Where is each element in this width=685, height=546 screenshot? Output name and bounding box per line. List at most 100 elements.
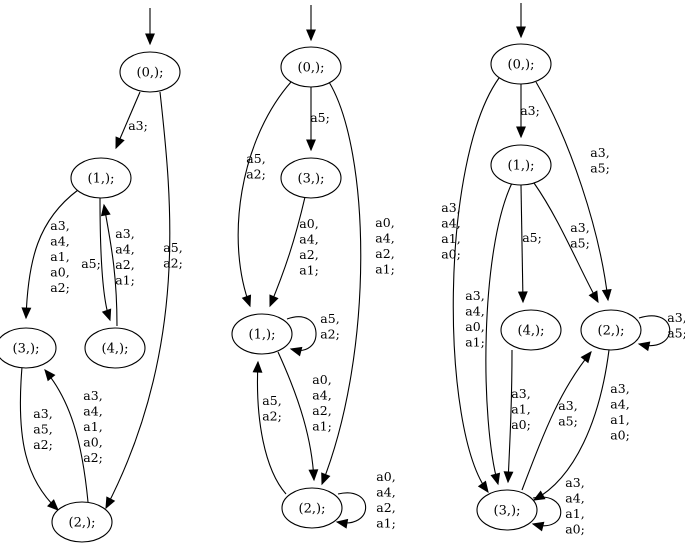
edge-line (277, 351, 315, 481)
node-ellipse (476, 489, 538, 531)
self-loop-edge: a3,a5; (637, 310, 685, 352)
edge-label: a5,a2; (320, 311, 340, 342)
edge-line (321, 81, 362, 485)
edge-label: a0,a4,a2,a1; (376, 469, 396, 531)
state-node-2: (2,); (580, 309, 642, 351)
edge-label: a5; (310, 110, 330, 125)
edge-label-line: a0, (465, 319, 484, 334)
edge-label-line: a1, (441, 231, 460, 246)
edge-label-line: a5; (667, 326, 685, 341)
node-ellipse (119, 51, 181, 93)
edge-line (99, 197, 111, 321)
edge-label: a3,a4,a1,a0; (610, 381, 630, 443)
edge-label-line: a3, (441, 200, 460, 215)
edge-label-line: a1, (83, 419, 102, 434)
edge-label-line: a0; (441, 247, 461, 262)
node-label: (0,); (137, 66, 164, 81)
node-label: (0,); (508, 58, 535, 73)
state-node-4: (4,); (500, 309, 562, 351)
edge-label-line: a2, (376, 500, 395, 515)
edge-label: a0,a4,a2,a1; (375, 215, 395, 277)
edge-label-line: a2; (33, 437, 53, 452)
edge-label-line: a3, (511, 386, 530, 401)
edge-label-line: a4, (115, 242, 134, 257)
edge-line (507, 349, 513, 483)
edge-line (25, 189, 79, 319)
edge-label-line: a5, (246, 151, 265, 166)
edge-label: a3,a5; (667, 310, 685, 341)
node-ellipse (51, 501, 113, 543)
edge-line (237, 81, 292, 307)
edge-label-line: a5; (522, 230, 542, 245)
edge-label-line: a2, (115, 257, 134, 272)
edge-label-line: a0, (375, 215, 394, 230)
node-ellipse (280, 157, 342, 199)
edge-label-line: a1; (312, 419, 332, 434)
edge-line (535, 81, 609, 301)
state-node-0: (0,); (490, 43, 552, 85)
edge-line (103, 204, 118, 327)
edge-label-line: a5; (310, 110, 330, 125)
edge-label: a3; (520, 103, 540, 118)
edge-label-line: a2; (83, 450, 103, 465)
arrowhead (21, 307, 32, 320)
edge-label-line: a3, (667, 310, 685, 325)
transition-edge: a5; (306, 87, 330, 152)
edge-label-line: a3; (520, 103, 540, 118)
node-label: (1,); (249, 328, 276, 343)
edge-label-line: a2, (299, 247, 318, 262)
edge-label-line: a1, (50, 249, 69, 264)
edge-label-line: a2, (375, 246, 394, 261)
edge-label-line: a3, (465, 288, 484, 303)
edge-label-line: a4, (441, 216, 460, 231)
transition-edge: a3,a4,a1,a0,a2; (44, 368, 103, 503)
edge-label: a3,a4,a2,a1; (115, 226, 135, 288)
edge-label-line: a4, (50, 234, 69, 249)
edge-line (336, 492, 367, 524)
edge-label-line: a1; (115, 273, 135, 288)
transition-edge: a5,a2; (252, 360, 287, 495)
arrowhead (44, 368, 56, 382)
edge-line (520, 184, 524, 303)
edge-label: a5; (522, 230, 542, 245)
node-label: (4,); (102, 342, 129, 357)
edge-label-line: a3, (83, 388, 102, 403)
arrowhead (490, 472, 501, 486)
edge-label-line: a2; (320, 327, 340, 342)
edge-label-line: a2; (50, 280, 70, 295)
arrowhead (516, 26, 526, 39)
node-label: (2,); (299, 502, 326, 517)
node-ellipse (70, 157, 132, 199)
arrowhead (269, 294, 279, 308)
edge-label-line: a2; (163, 256, 183, 271)
edge-label-line: a5, (33, 422, 52, 437)
arrowhead (105, 496, 116, 510)
state-node-2: (2,); (51, 501, 113, 543)
edge-label-line: a0, (299, 216, 318, 231)
edge-label-line: a1, (511, 402, 530, 417)
transition-edge: a0,a4,a2,a1; (321, 81, 395, 486)
edge-line (105, 91, 171, 509)
transition-edge: a3,a5,a2; (19, 366, 59, 511)
edge-label-line: a5; (81, 256, 101, 271)
transition-edge: a3,a5; (533, 182, 599, 304)
self-loop-edge: a5,a2; (286, 311, 340, 357)
node-label: (2,); (598, 324, 625, 339)
edge-label-line: a1, (610, 412, 629, 427)
state-node-4: (4,); (84, 327, 146, 369)
edge-label-line: a3, (33, 406, 52, 421)
transition-edge: a3,a4,a2,a1; (100, 203, 135, 327)
state-node-0: (0,); (280, 46, 342, 88)
state-graph-3: a3;a3,a5;a3,a4,a1,a0;a5;a3,a5;a3,a4,a0,a… (441, 3, 685, 537)
node-ellipse (0, 327, 57, 369)
edge-label-line: a5; (590, 161, 610, 176)
edge-label-line: a1; (299, 263, 319, 278)
edge-line (533, 182, 599, 303)
edge-label-line: a0, (376, 469, 395, 484)
transition-edge: a3,a4,a0,a1; (465, 182, 513, 486)
transition-edge: a3,a5; (521, 350, 592, 491)
edge-label-line: a3, (610, 381, 629, 396)
node-label: (1,); (508, 159, 535, 174)
edge-label-line: a5, (320, 311, 339, 326)
node-ellipse (580, 309, 642, 351)
